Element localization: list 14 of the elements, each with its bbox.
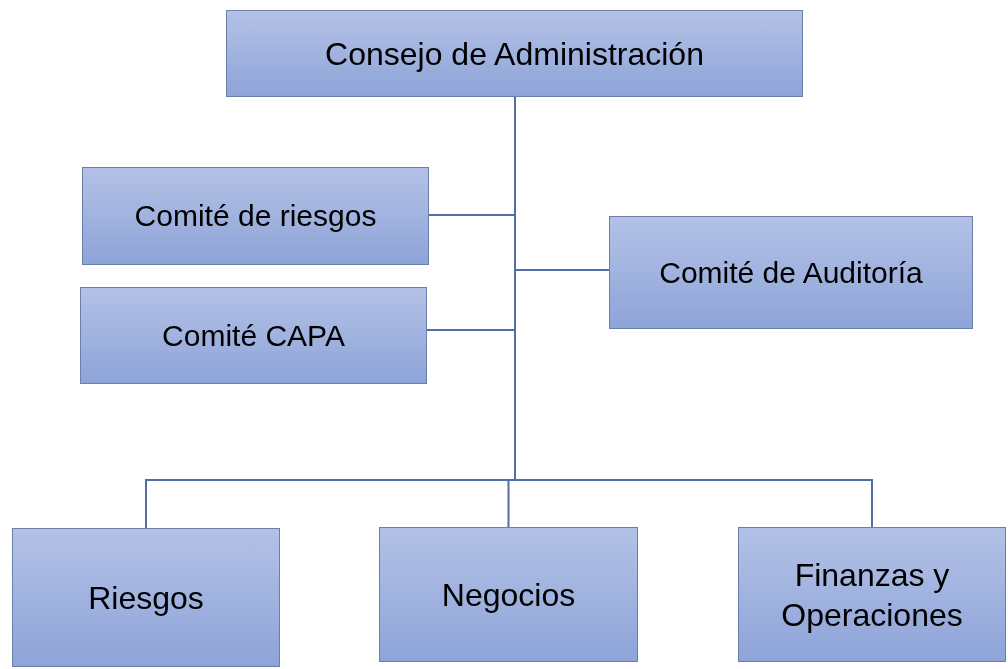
box-label: Negocios	[441, 575, 576, 615]
box-label: Riesgos	[88, 578, 204, 618]
box-label: Comité de Auditoría	[659, 254, 923, 291]
org-box	[12, 528, 280, 667]
box-label: Comité CAPA	[162, 317, 345, 354]
org-box	[609, 216, 973, 329]
box-label: Comité de riesgos	[134, 198, 377, 235]
org-box	[226, 10, 803, 97]
box-label: Finanzas y Operaciones	[780, 555, 964, 635]
org-box	[82, 167, 429, 265]
org-box	[80, 287, 427, 384]
org-box	[738, 527, 1006, 662]
org-box	[379, 527, 638, 662]
box-label: Consejo de Administración	[325, 34, 704, 74]
